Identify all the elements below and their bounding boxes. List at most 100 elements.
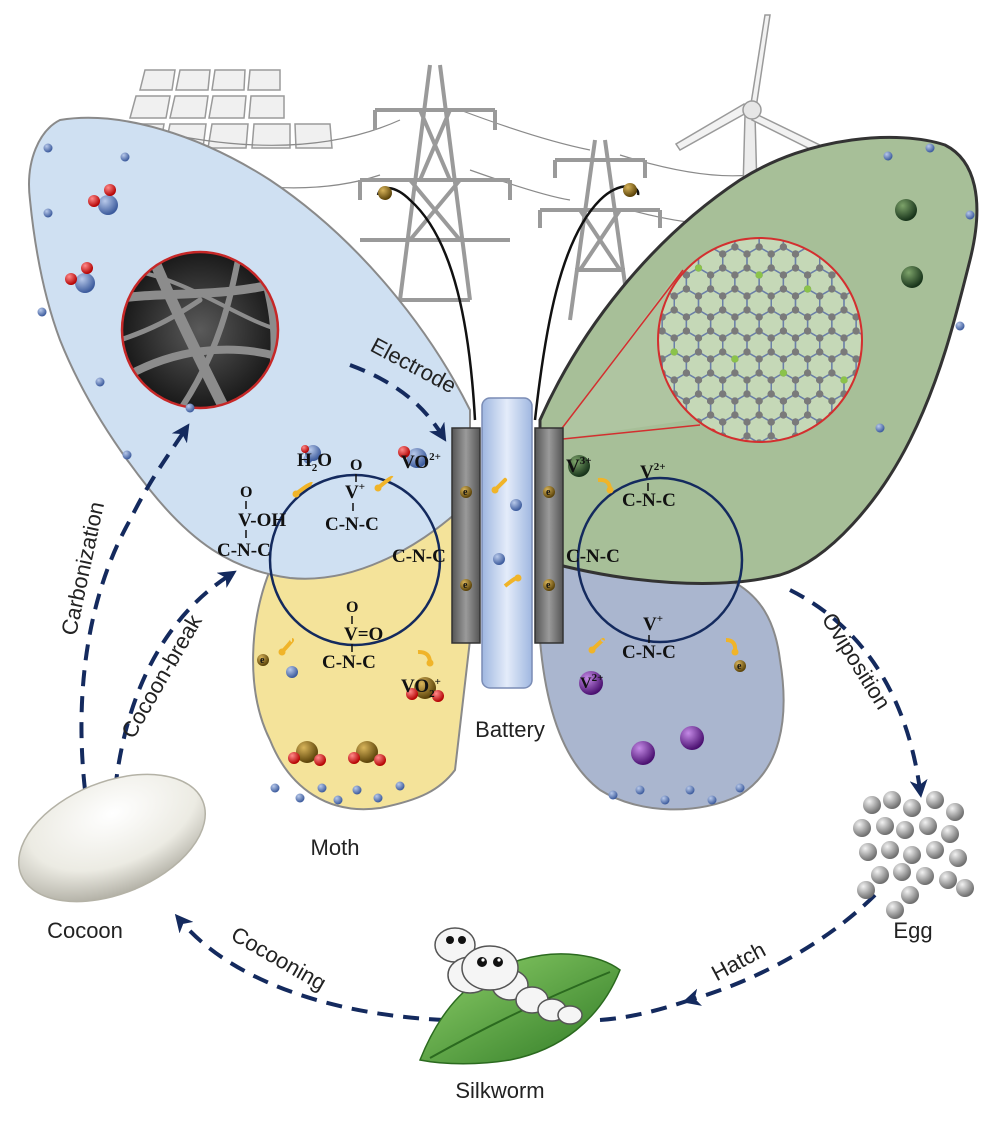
carbon-atom [743,250,751,258]
carbon-atom [779,313,788,321]
egg [886,901,904,919]
carbon-atom [767,432,775,440]
carbon-atom [731,271,739,279]
carbon-atom [707,313,715,321]
carbon-atom [707,271,715,279]
hatch-label: Hatch [707,937,769,986]
electron-symbol: e [546,487,551,498]
silkworm-label: Silkworm [455,1078,544,1103]
carbon-atom [767,348,775,356]
svg-text:V+: V+ [643,613,663,635]
right-left-base: C-N-C [566,546,620,567]
ion-particle [955,321,965,331]
carbon-atom [682,313,691,321]
carbon-atom [828,313,836,321]
carbon-atom [913,474,920,481]
carbon-atom [767,376,775,384]
carbon-atom [671,208,678,215]
ion-particle [270,783,280,793]
ion-particle [707,795,717,805]
membrane [481,397,533,689]
carbon-atom [707,369,715,377]
egg [859,843,877,861]
proton-particle [286,666,298,678]
carbon-atom [670,376,678,384]
ion-particle [883,151,893,161]
left-top-vanadium: V [345,482,359,503]
vo2-ion [356,741,378,763]
carbon-atom [840,292,848,300]
left-side-species: O V-OH C-N-C [217,484,286,561]
carbon-atom [731,243,739,251]
egg [903,799,921,817]
carbon-atom [937,460,944,467]
left-bottom-oxygen: O [346,599,358,616]
carbon-atom [791,292,800,300]
carbon-atom [913,460,920,467]
nitrogen-atom [840,376,848,384]
right-top-base: C-N-C [622,490,676,511]
carbon-atom [937,376,944,383]
reaction-arrow-head [514,574,522,582]
carbon-atom [719,306,727,314]
carbon-atom [694,348,703,356]
nitrogen-atom [634,229,641,236]
reaction-arrow-head [731,648,739,656]
carbon-atom [791,334,800,342]
carbon-atom [852,313,860,321]
carbon-atom [913,474,920,481]
carbon-atom [682,327,691,335]
carbon-atom [913,460,920,467]
oxygen-atom [104,184,116,196]
proton-particle [493,553,505,565]
egg [956,879,974,897]
electrode-left [451,427,481,644]
ion-particle [333,795,343,805]
carbon-atom [755,355,763,363]
carbon-atom [828,355,836,363]
carbon-atom [828,397,836,405]
carbon-atom [682,285,691,293]
carbonization-label: Carbonization [56,499,109,637]
carbonization-arrow [79,423,190,791]
egg [946,803,964,821]
carbon-atom [731,327,739,335]
carbon-atom [634,243,641,250]
carbon-atom [767,250,775,258]
carbon-atom [755,411,763,419]
carbon-atom [804,355,812,363]
ion-particle [685,785,695,795]
nitrogen-atom [779,369,788,377]
lower-right-wing [539,557,785,811]
egg [941,825,959,843]
carbon-atom [828,369,836,377]
nitrogen-atom [731,355,739,363]
carbon-atom [694,306,703,314]
electrode-right [534,427,564,644]
egg [916,867,934,885]
egg [883,791,901,809]
reaction-arrow-head [426,659,434,667]
egg [876,817,894,835]
carbon-atom [767,306,775,314]
electron-symbol: e [260,655,265,666]
carbon-atom [694,390,703,398]
v3plus-ion [901,266,923,288]
carbon-atom [682,397,691,405]
carbon-atom [913,460,920,467]
egg [939,871,957,889]
cocooning-label: Cocooning [227,921,331,995]
carbon-atom [816,306,824,314]
carbon-atom [646,222,653,229]
reaction-arrow-head [278,648,286,656]
carbon-atom [707,355,715,363]
carbon-atom [694,292,703,300]
egg [919,817,937,835]
electron-symbol: e [546,580,551,591]
carbon-atom [646,222,653,229]
carbon-atom [719,418,727,426]
ion-particle [608,790,618,800]
carbon-atom [791,418,800,426]
carbon-atom [658,327,666,335]
